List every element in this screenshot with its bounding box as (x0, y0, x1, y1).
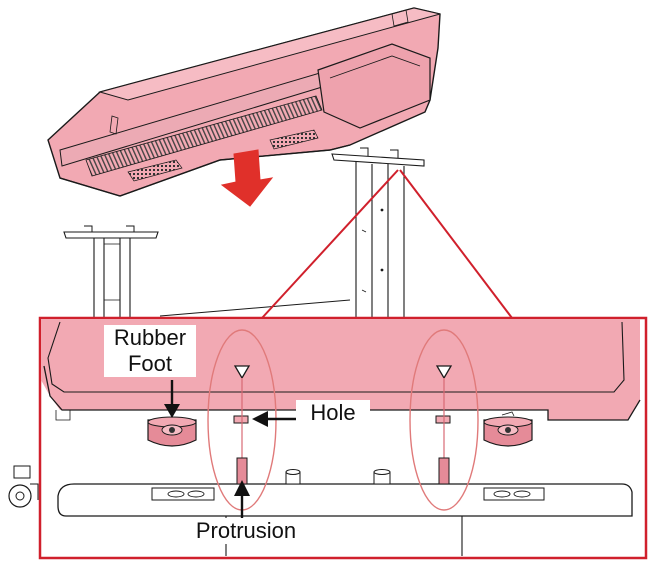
stand-top-bar (57, 469, 633, 556)
guide-ellipse-right (409, 329, 479, 511)
rubber-foot-label: Rubber Foot (104, 325, 196, 377)
protrusion-label: Protrusion (184, 518, 308, 544)
marker-triangle-left-icon (233, 365, 251, 380)
pointer-arrow-hole-icon (252, 411, 296, 427)
hole-right (435, 415, 451, 424)
pointer-arrow-rubber-foot-icon (164, 380, 180, 418)
hole-left (233, 415, 249, 424)
stand-left (63, 225, 159, 318)
zoom-callout-lines (261, 169, 513, 319)
rubber-foot-left (147, 416, 197, 447)
printer-body (47, 7, 441, 197)
hole-label: Hole (296, 400, 370, 426)
stand-right (159, 147, 425, 318)
protrusion-right (438, 457, 450, 485)
pointer-arrow-protrusion-icon (234, 480, 250, 518)
caster-wheel-icon (8, 465, 39, 508)
marker-triangle-right-icon (435, 365, 453, 380)
rubber-foot-right (483, 416, 533, 447)
lowering-arrow-icon (220, 149, 274, 207)
rubber-foot-label-text: Rubber Foot (113, 325, 187, 376)
